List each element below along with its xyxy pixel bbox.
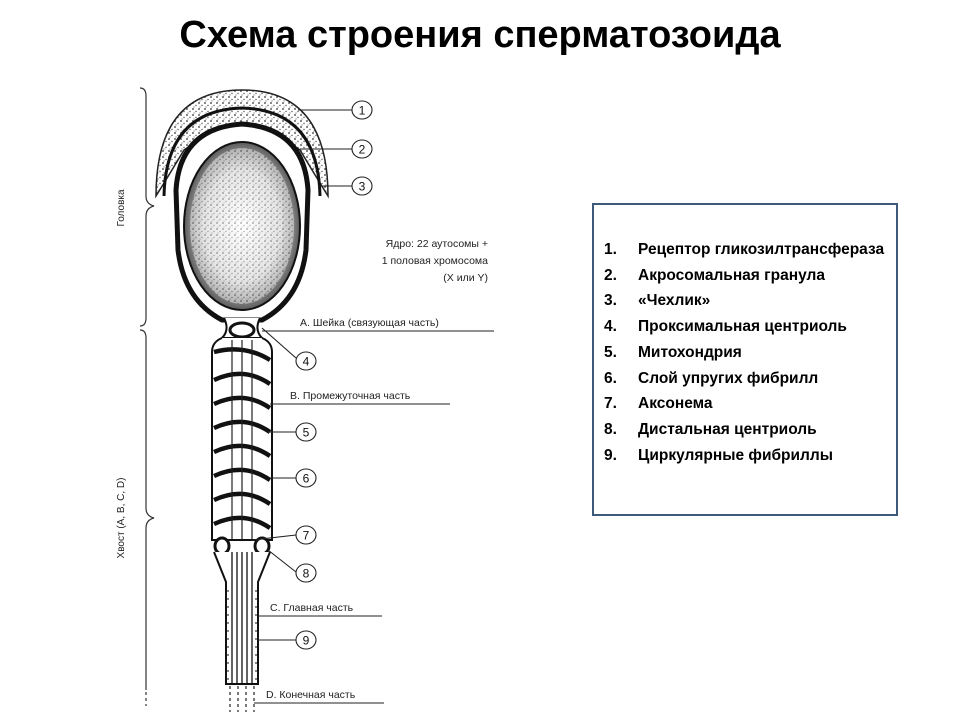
callout-9-label: 9 (303, 634, 310, 648)
legend-item-text: «Чехлик» (638, 292, 711, 310)
callout-2-label: 2 (359, 143, 366, 157)
legend-box: 1. Рецептор гликозилтрансфераза 2. Акросом… (592, 203, 898, 516)
legend-item-text: Дистальная центриоль (638, 420, 817, 438)
nucleus-label-line3: (X или Y) (443, 272, 488, 284)
callout-8: 8 (295, 563, 317, 583)
tail-bracket (139, 329, 155, 706)
legend-item-number: 5. (604, 343, 617, 361)
sperm-neck (219, 317, 265, 339)
callout-4-label: 4 (303, 355, 310, 369)
mitochondrial-helix (213, 347, 272, 530)
legend-item: 2. Акросомальная гранула (604, 263, 888, 289)
axial-fibrils-midpiece (231, 340, 253, 540)
legend-item: 7. Аксонема (604, 391, 888, 417)
legend-item-text: Циркулярные фибриллы (638, 446, 833, 464)
callout-7: 7 (295, 525, 317, 545)
legend-item-text: Проксимальная центриоль (638, 318, 847, 336)
legend-item: 5. Митохондрия (604, 340, 888, 366)
callout-3: 3 (351, 176, 373, 196)
callout-6: 6 (295, 468, 317, 488)
callout-2: 2 (351, 139, 373, 159)
legend-item-number: 6. (604, 369, 617, 387)
legend-item-number: 7. (604, 395, 617, 413)
legend-item-text: Аксонема (638, 395, 713, 413)
callout-9: 9 (295, 630, 317, 650)
callout-6-label: 6 (303, 472, 310, 486)
part-b-label: B. Промежуточная часть (290, 390, 411, 402)
legend-item-number: 2. (604, 266, 617, 284)
callout-7-label: 7 (303, 529, 310, 543)
legend-item-number: 4. (604, 318, 617, 336)
callout-4: 4 (295, 351, 317, 371)
part-d-label: D. Конечная часть (266, 689, 356, 701)
distal-centriole-shape-left (213, 536, 231, 556)
distal-centriole-shape-right (253, 536, 271, 556)
page-title: Схема строения сперматозоида (179, 14, 781, 56)
head-bracket (139, 87, 155, 327)
nucleus-texture (190, 148, 294, 304)
legend-item: 6. Слой упругих фибрилл (604, 366, 888, 392)
section-tail-label: Хвост (A, B, C, D) (116, 478, 127, 559)
part-c-label: C. Главная часть (270, 602, 354, 614)
callout-1-label: 1 (359, 104, 366, 118)
sperm-principal-piece (213, 551, 271, 685)
legend-item-text: Слой упругих фибрилл (638, 369, 819, 387)
legend-item-number: 8. (604, 420, 617, 438)
sperm-end-piece (229, 686, 255, 712)
legend-item: 4. Проксимальная центриоль (604, 314, 888, 340)
callout-1: 1 (351, 100, 373, 120)
callout-5: 5 (295, 422, 317, 442)
legend-item-number: 9. (604, 446, 617, 464)
sperm-midpiece (211, 337, 273, 556)
legend-item-text: Акросомальная гранула (638, 266, 825, 284)
acrosome-cap (162, 106, 322, 197)
legend-item: 8. Дистальная центриоль (604, 417, 888, 443)
legend-item-text: Митохондрия (638, 343, 742, 361)
legend-item: 1. Рецептор гликозилтрансфераза (604, 237, 888, 263)
sperm-head (155, 89, 329, 323)
legend-item: 9. Циркулярные фибриллы (604, 443, 888, 469)
nucleus-label-line2: 1 половая хромосома (382, 255, 488, 267)
callout-5-label: 5 (303, 426, 310, 440)
legend-item-text: Рецептор гликозилтрансфераза (638, 241, 885, 258)
callout-8-label: 8 (303, 567, 310, 581)
legend-item: 3. «Чехлик» (604, 288, 888, 314)
nucleus-label-line1: Ядро: 22 аутосомы + (386, 238, 488, 250)
part-a-label: A. Шейка (связующая часть) (300, 317, 439, 329)
section-head-label: Головка (116, 189, 127, 227)
proximal-centriole-shape (228, 321, 256, 339)
callout-3-label: 3 (359, 180, 366, 194)
legend-item-number: 3. (604, 292, 617, 310)
legend-item-number: 1. (604, 241, 617, 258)
acrosome-outer (155, 89, 329, 199)
legend-list: 1. Рецептор гликозилтрансфераза 2. Акросом… (604, 237, 888, 468)
